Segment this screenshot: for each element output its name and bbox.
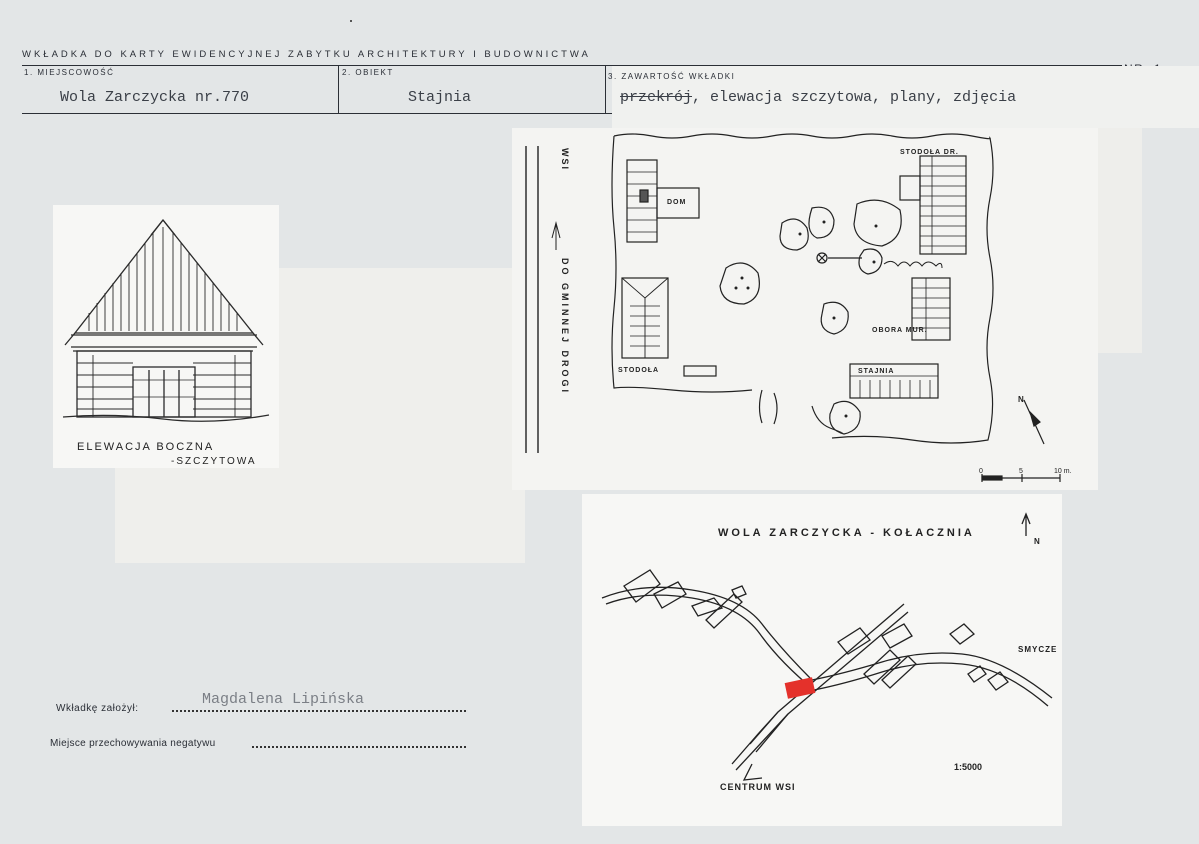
scale-tick-0: 0 [979,468,983,475]
content-text: , elewacja szczytowa, plany, zdjęcia [692,89,1017,106]
label-stable: STAJNIA [858,368,894,375]
label-barn-left: STODOŁA [618,367,659,374]
elevation-drawing: ELEWACJA BOCZNA -SZCZYTOWA [62,218,270,467]
location-value: Wola Zarczycka nr.770 [60,89,250,106]
location-label: 1. MIEJSCOWOŚĆ [24,68,115,77]
content-value: przekrój, elewacja szczytowa, plany, zdj… [620,89,1016,106]
author-value: Magdalena Lipińska [202,691,365,708]
locationmap-direction-label: SMYCZE [1018,645,1057,654]
document-title: WKŁADKA DO KARTY EWIDENCYJNEJ ZABYTKU AR… [22,49,591,60]
scale-tick-10: 10 m. [1054,468,1072,475]
locationmap-sheet: WOLA ZARCZYCKA - KOŁACZNIA [582,494,1062,826]
locationmap-center-label: CENTRUM WSI [720,782,796,792]
label-cowshed: OBORA MUR. [872,327,928,334]
author-label: Wkładkę założył: [56,703,139,714]
storage-label: Miejsce przechowywania negatywu [50,738,216,749]
stable-location-marker [784,677,816,699]
storage-dotted-line [252,746,466,748]
content-struck: przekrój [620,89,693,106]
header-divider-1 [338,65,339,113]
content-label: 3. ZAWARTOŚĆ WKŁADKI [608,72,736,81]
siteplan-sheet: WSI DO GMINNEJ DROGI DOM STODOŁA DR. STO… [512,128,1098,490]
author-dotted-line [172,710,466,712]
locationmap-drawing: WOLA ZARCZYCKA - KOŁACZNIA [601,512,1057,792]
siteplan-road-label: DO GMINNEJ DROGI [560,258,570,395]
locationmap-title: WOLA ZARCZYCKA - KOŁACZNIA [718,527,975,539]
elevation-caption-1: ELEWACJA BOCZNA [77,441,214,453]
label-barn-right: STODOŁA DR. [900,149,959,156]
elevation-caption-2: -SZCZYTOWA [171,456,257,467]
object-label: 2. OBIEKT [342,68,394,77]
object-value: Stajnia [408,89,472,106]
header-divider-2 [605,65,606,113]
header-top-line [22,65,1122,66]
siteplan-drawing: WSI DO GMINNEJ DROGI DOM STODOŁA DR. STO… [525,133,1072,482]
header-bottom-line [22,113,1199,114]
label-house: DOM [667,199,686,206]
locationmap-scale: 1:5000 [954,762,982,772]
siteplan-road-top-label: WSI [560,148,570,171]
elevation-sheet: ELEWACJA BOCZNA -SZCZYTOWA [53,205,279,468]
content-paper-strip [612,66,1199,128]
scale-tick-5: 5 [1019,468,1023,475]
siteplan-north-label: N [1018,395,1024,404]
paper-speck [350,20,352,22]
locationmap-north-label: N [1034,537,1040,546]
